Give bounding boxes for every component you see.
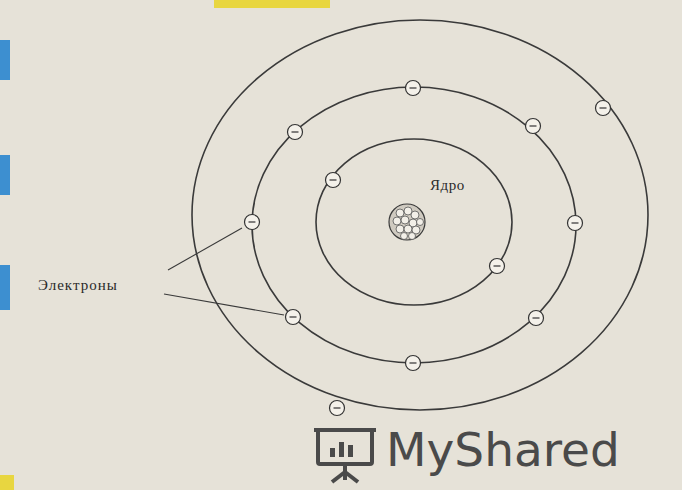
nucleons	[393, 207, 424, 240]
slide-edge	[0, 155, 10, 195]
leader-line	[168, 228, 242, 270]
leader-line	[164, 294, 284, 315]
nucleus	[389, 204, 425, 240]
electron	[490, 259, 505, 274]
electron	[288, 125, 303, 140]
board-icon	[330, 448, 335, 457]
slide-edge	[214, 0, 330, 8]
watermark-icon	[314, 430, 376, 482]
board-icon	[314, 428, 376, 432]
slide-edge	[0, 475, 14, 490]
electron	[326, 173, 341, 188]
nucleus-body	[389, 204, 425, 240]
part-label: Электроны	[38, 277, 118, 294]
board-icon	[332, 472, 345, 482]
board-icon	[318, 430, 372, 464]
electron	[330, 401, 345, 416]
electron	[529, 311, 544, 326]
board-icon	[345, 472, 358, 482]
leader-lines	[164, 228, 284, 315]
orbit	[252, 87, 576, 363]
part-label: Ядро	[430, 177, 465, 194]
orbit	[192, 20, 648, 410]
slide-edge	[0, 40, 10, 80]
slide-fragments	[0, 0, 330, 490]
board-icon	[339, 442, 344, 457]
electron	[286, 310, 301, 325]
orbits	[192, 20, 648, 410]
orbit	[316, 139, 512, 305]
electron	[526, 119, 541, 134]
watermark: MyShared	[386, 424, 620, 476]
electron	[568, 216, 583, 231]
slide-edge	[0, 265, 10, 310]
electron	[245, 215, 260, 230]
electron	[406, 81, 421, 96]
electron	[406, 356, 421, 371]
electrons	[245, 81, 611, 416]
electron	[596, 101, 611, 116]
board-icon	[348, 445, 353, 457]
